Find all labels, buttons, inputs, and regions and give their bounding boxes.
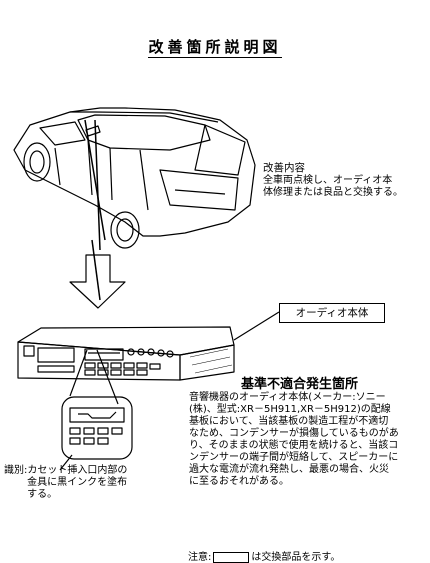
note-prefix: 注意: bbox=[188, 552, 212, 563]
note-suffix: は交換部品を示す。 bbox=[251, 552, 341, 563]
issue-body: 音響機器のオーディオ本体(メーカー:ソニー (株)、型式:XR－5H911,XR… bbox=[189, 392, 399, 487]
identification-note: 識別:カセット挿入口内部の 金具に黒インクを塗布 する。 bbox=[4, 465, 128, 500]
improvement-body: 全車両点検し、オーディオ本 体修理または良品と交換する。 bbox=[263, 175, 403, 198]
legend-note: 注意: は交換部品を示す。 bbox=[188, 548, 340, 563]
down-arrow-icon bbox=[69, 254, 126, 309]
improvement-heading: 改善内容 bbox=[263, 162, 305, 174]
replacement-part-swatch bbox=[213, 551, 250, 563]
page-title: 改善箇所説明図 bbox=[148, 38, 282, 58]
issue-heading: 基準不適合発生箇所 bbox=[241, 377, 359, 392]
zoom-detail bbox=[61, 396, 133, 460]
car-illustration bbox=[13, 107, 256, 249]
audio-unit-label: オーディオ本体 bbox=[279, 303, 385, 323]
audio-unit bbox=[17, 326, 235, 381]
